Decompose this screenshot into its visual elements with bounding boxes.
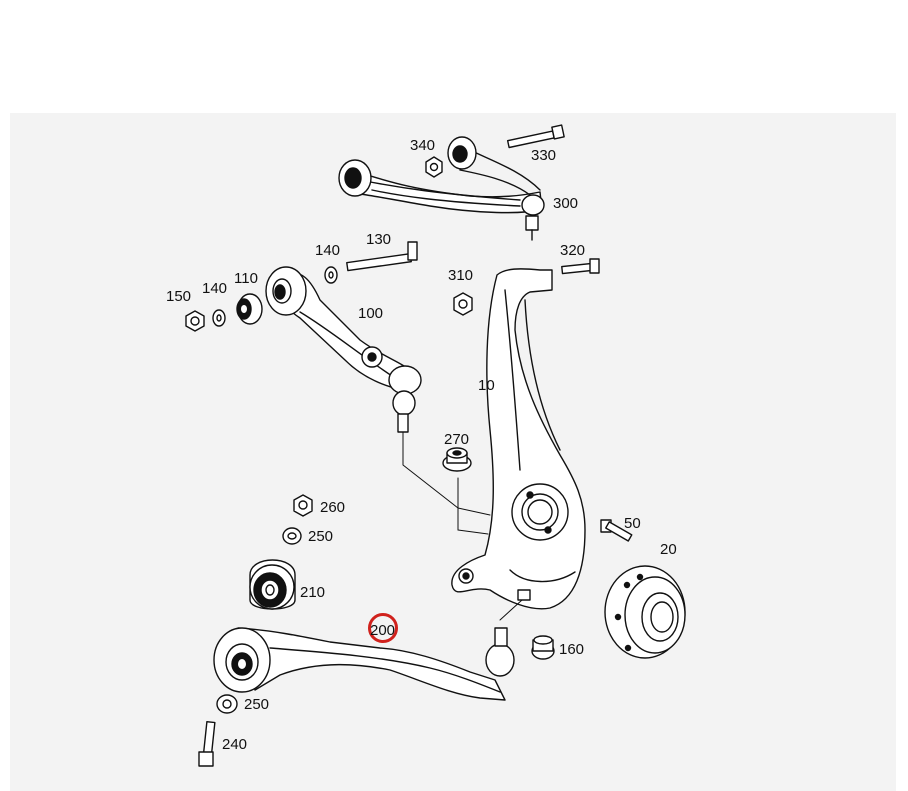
nut-270 [442, 447, 472, 472]
callout-200[interactable]: 200 [370, 622, 396, 639]
washer-250b [216, 694, 238, 714]
nut-160 [531, 635, 555, 660]
bolt-50 [600, 519, 633, 542]
control-arm-100 [265, 266, 422, 433]
control-arm-200 [213, 627, 515, 701]
nut-260 [293, 494, 313, 517]
callout-330: 330 [531, 147, 557, 164]
callout-150: 150 [166, 288, 192, 305]
callout-250-lower: 250 [244, 696, 270, 713]
bushing-210 [249, 559, 296, 610]
callout-210: 210 [300, 584, 326, 601]
washer-250a [282, 527, 302, 545]
highlight-ring [368, 613, 398, 643]
washer-140b [212, 309, 226, 327]
bolt-130 [346, 241, 418, 272]
callout-240: 240 [222, 736, 248, 753]
callout-270: 270 [444, 431, 470, 448]
nut-150 [185, 310, 205, 332]
callout-340: 340 [410, 137, 436, 154]
steering-knuckle-10 [451, 268, 586, 610]
callout-250-upper: 250 [308, 528, 334, 545]
bushing-110 [236, 293, 263, 325]
upper-control-arm-300 [338, 136, 545, 241]
nut-340 [425, 156, 443, 178]
bolt-330 [506, 124, 565, 149]
callout-300: 300 [553, 195, 579, 212]
callout-50: 50 [624, 515, 641, 532]
wheel-hub-20 [604, 565, 686, 659]
bolt-240 [198, 720, 216, 767]
callout-110: 110 [234, 270, 258, 287]
callout-100: 100 [358, 305, 384, 322]
callout-310: 310 [448, 267, 474, 284]
washer-140a [324, 266, 338, 284]
leader-lines [402, 431, 523, 621]
nut-310 [453, 292, 473, 316]
callout-10: 10 [478, 377, 495, 394]
bolt-320 [561, 258, 600, 275]
callout-160: 160 [559, 641, 585, 658]
callout-260: 260 [320, 499, 346, 516]
callout-140-top: 140 [315, 242, 341, 259]
callout-130: 130 [366, 231, 392, 248]
callout-320: 320 [560, 242, 586, 259]
callout-20: 20 [660, 541, 677, 558]
callout-140-left: 140 [202, 280, 228, 297]
